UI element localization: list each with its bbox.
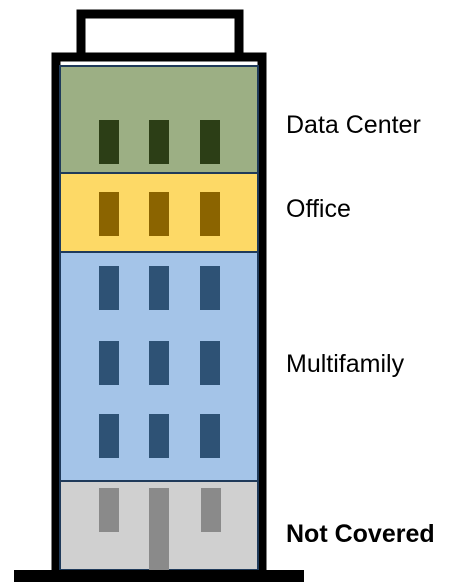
label-not-covered: Not Covered <box>286 520 435 548</box>
label-office: Office <box>286 195 351 223</box>
window <box>99 488 119 532</box>
window <box>149 120 169 164</box>
window <box>200 192 220 236</box>
window <box>201 488 221 532</box>
window <box>99 341 119 385</box>
window <box>200 120 220 164</box>
ground-line <box>14 570 304 582</box>
window <box>200 414 220 458</box>
data-center-windows <box>99 120 220 164</box>
label-multifamily: Multifamily <box>286 350 405 378</box>
roof-structure <box>76 9 244 63</box>
window <box>149 192 169 236</box>
entrance-door <box>149 488 169 570</box>
window <box>200 341 220 385</box>
window <box>149 341 169 385</box>
window <box>99 414 119 458</box>
multifamily-windows <box>99 266 220 458</box>
window <box>99 266 119 310</box>
window <box>99 192 119 236</box>
window <box>149 266 169 310</box>
label-data-center: Data Center <box>286 111 421 139</box>
not-covered-windows <box>99 488 221 570</box>
window <box>149 414 169 458</box>
office-windows <box>99 192 220 236</box>
window <box>200 266 220 310</box>
window <box>99 120 119 164</box>
